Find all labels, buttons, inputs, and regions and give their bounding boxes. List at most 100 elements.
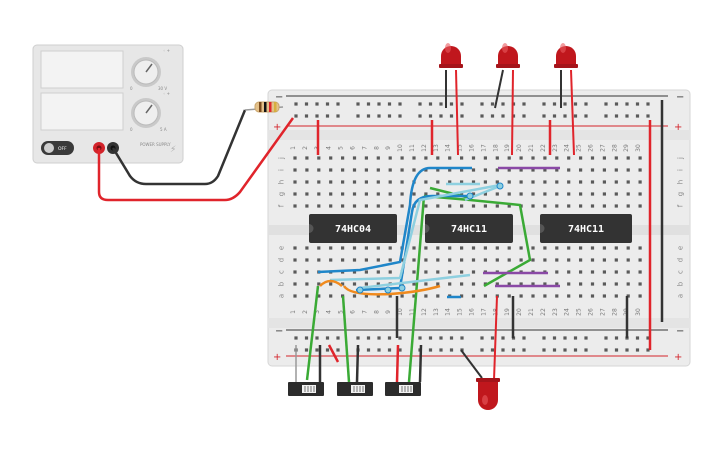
- breadboard-hole[interactable]: [436, 168, 440, 172]
- rail-hole[interactable]: [387, 114, 392, 118]
- breadboard-hole[interactable]: [448, 270, 452, 274]
- breadboard-hole[interactable]: [352, 204, 357, 208]
- power-switch[interactable]: OFF: [41, 141, 74, 155]
- rail-hole[interactable]: [522, 336, 526, 340]
- breadboard-hole[interactable]: [555, 294, 559, 298]
- breadboard-hole[interactable]: [543, 192, 547, 196]
- breadboard-hole[interactable]: [567, 168, 571, 172]
- breadboard-hole[interactable]: [424, 180, 428, 184]
- breadboard-hole[interactable]: [567, 258, 571, 262]
- breadboard-hole[interactable]: [352, 156, 357, 160]
- breadboard-hole[interactable]: [543, 180, 547, 184]
- breadboard-hole[interactable]: [483, 294, 487, 298]
- rail-hole[interactable]: [356, 102, 360, 106]
- breadboard-hole[interactable]: [638, 192, 642, 196]
- rail-hole[interactable]: [428, 102, 433, 106]
- breadboard-hole[interactable]: [448, 258, 452, 262]
- breadboard-hole[interactable]: [579, 156, 583, 160]
- breadboard-hole[interactable]: [579, 294, 583, 298]
- breadboard-hole[interactable]: [590, 246, 595, 250]
- breadboard-hole[interactable]: [555, 180, 559, 184]
- breadboard-hole[interactable]: [412, 192, 416, 196]
- rail-hole[interactable]: [439, 102, 443, 106]
- breadboard-hole[interactable]: [471, 294, 476, 298]
- breadboard-hole[interactable]: [341, 282, 345, 286]
- breadboard-hole[interactable]: [483, 180, 487, 184]
- breadboard-hole[interactable]: [436, 156, 440, 160]
- breadboard-hole[interactable]: [495, 282, 499, 286]
- breadboard-hole[interactable]: [579, 204, 583, 208]
- breadboard-hole[interactable]: [424, 294, 428, 298]
- rail-hole[interactable]: [646, 114, 650, 118]
- breadboard-hole[interactable]: [341, 294, 345, 298]
- rail-hole[interactable]: [625, 102, 629, 106]
- breadboard-hole[interactable]: [519, 282, 523, 286]
- breadboard-hole[interactable]: [376, 246, 380, 250]
- rail-hole[interactable]: [366, 348, 371, 352]
- breadboard-hole[interactable]: [602, 192, 606, 196]
- breadboard-hole[interactable]: [590, 180, 595, 184]
- breadboard-hole[interactable]: [460, 270, 464, 274]
- breadboard-hole[interactable]: [567, 180, 571, 184]
- breadboard-hole[interactable]: [352, 294, 357, 298]
- breadboard-hole[interactable]: [352, 168, 357, 172]
- rail-hole[interactable]: [439, 336, 443, 340]
- breadboard-hole[interactable]: [614, 168, 618, 172]
- breadboard-hole[interactable]: [341, 156, 345, 160]
- breadboard-hole[interactable]: [614, 294, 618, 298]
- breadboard-hole[interactable]: [317, 168, 321, 172]
- rail-hole[interactable]: [315, 348, 319, 352]
- rail-hole[interactable]: [439, 348, 443, 352]
- breadboard-hole[interactable]: [507, 282, 511, 286]
- breadboard-hole[interactable]: [341, 192, 345, 196]
- breadboard-hole[interactable]: [376, 192, 380, 196]
- breadboard-hole[interactable]: [519, 168, 523, 172]
- breadboard-hole[interactable]: [614, 192, 618, 196]
- rail-hole[interactable]: [646, 102, 650, 106]
- rail-hole[interactable]: [635, 336, 640, 340]
- breadboard-hole[interactable]: [531, 246, 535, 250]
- breadboard-hole[interactable]: [519, 258, 523, 262]
- breadboard-hole[interactable]: [507, 246, 511, 250]
- rail-hole[interactable]: [304, 102, 309, 106]
- rail-hole[interactable]: [501, 348, 505, 352]
- breadboard-hole[interactable]: [305, 180, 309, 184]
- breadboard-hole[interactable]: [352, 246, 357, 250]
- breadboard-hole[interactable]: [352, 192, 357, 196]
- breadboard-hole[interactable]: [293, 294, 297, 298]
- breadboard-hole[interactable]: [555, 282, 559, 286]
- breadboard-hole[interactable]: [471, 192, 476, 196]
- breadboard-hole[interactable]: [626, 282, 630, 286]
- breadboard-hole[interactable]: [507, 156, 511, 160]
- breadboard-hole[interactable]: [483, 204, 487, 208]
- breadboard-hole[interactable]: [471, 204, 476, 208]
- rail-hole[interactable]: [418, 336, 422, 340]
- rail-hole[interactable]: [387, 348, 392, 352]
- breadboard-hole[interactable]: [483, 168, 487, 172]
- rail-hole[interactable]: [584, 336, 588, 340]
- rail-hole[interactable]: [552, 114, 557, 118]
- breadboard-hole[interactable]: [317, 204, 321, 208]
- breadboard-hole[interactable]: [293, 246, 297, 250]
- switch-1[interactable]: [288, 345, 324, 396]
- breadboard-holes[interactable]: [293, 102, 650, 352]
- breadboard-hole[interactable]: [305, 282, 309, 286]
- breadboard-hole[interactable]: [638, 204, 642, 208]
- rail-hole[interactable]: [304, 348, 309, 352]
- rail-hole[interactable]: [635, 348, 640, 352]
- breadboard-hole[interactable]: [329, 258, 333, 262]
- rail-hole[interactable]: [614, 348, 619, 352]
- breadboard-hole[interactable]: [638, 270, 642, 274]
- rail-hole[interactable]: [490, 336, 495, 340]
- breadboard-hole[interactable]: [376, 258, 380, 262]
- breadboard-hole[interactable]: [543, 168, 547, 172]
- breadboard-hole[interactable]: [448, 204, 452, 208]
- breadboard-hole[interactable]: [460, 204, 464, 208]
- rail-hole[interactable]: [304, 114, 309, 118]
- rail-hole[interactable]: [356, 114, 360, 118]
- breadboard-hole[interactable]: [436, 246, 440, 250]
- green-wire-2[interactable]: [341, 295, 351, 383]
- lightblue-wire-1[interactable]: [329, 183, 501, 282]
- breadboard-hole[interactable]: [376, 180, 380, 184]
- rail-hole[interactable]: [522, 348, 526, 352]
